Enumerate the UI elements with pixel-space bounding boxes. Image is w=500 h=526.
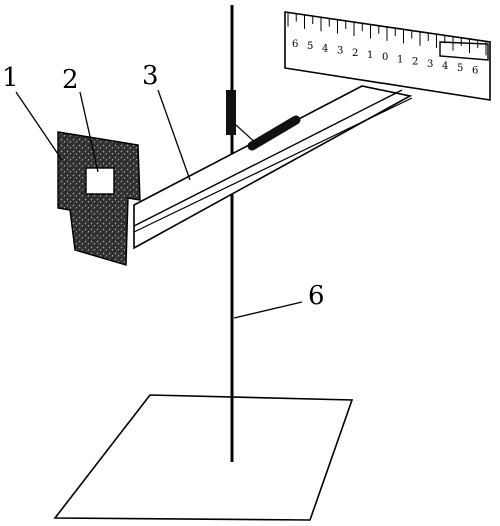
leader-2 [79,91,99,173]
leader-3 [157,89,191,181]
scale-number: 2 [412,57,418,68]
scale-number: 1 [367,50,373,61]
beam-board [133,85,413,250]
label-3: 3 [142,61,159,91]
leader-1 [15,91,63,161]
scale-number: 6 [472,65,478,76]
scale-number: 0 [382,52,388,63]
leader-6 [233,301,303,319]
window-square [85,167,115,195]
scale-number: 4 [442,61,448,72]
scale-number: 4 [322,43,328,54]
scale-number: 3 [427,59,433,70]
label-6: 6 [308,281,325,311]
scale-number: 6 [292,39,298,50]
scale-number: 5 [457,63,463,74]
scale-number: 3 [337,46,343,57]
label-2: 2 [62,65,79,95]
scale-number: 1 [397,54,403,65]
clamp-sleeve [247,115,301,151]
light-source-block [57,131,141,266]
scale-number: 5 [307,41,313,52]
base-plate [53,394,354,521]
stand-clamp [226,90,236,135]
label-1: 1 [2,63,19,93]
scale-number: 2 [352,48,358,59]
